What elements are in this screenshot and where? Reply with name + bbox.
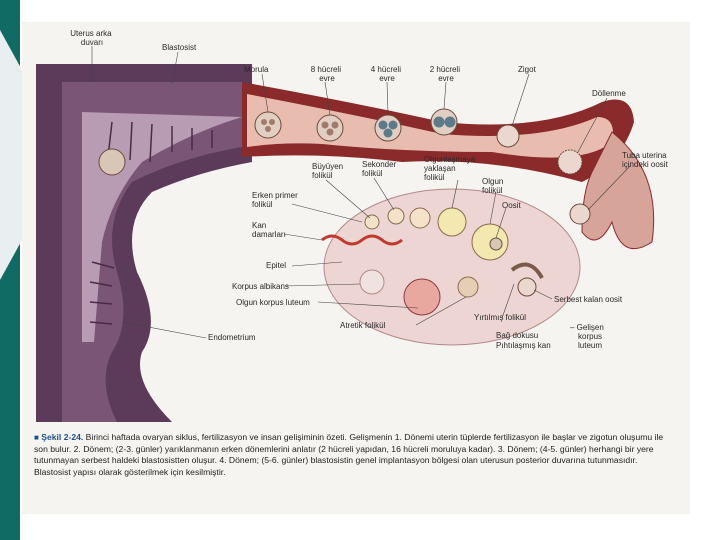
atretic-follicle	[457, 276, 479, 298]
label-4-cell: 4 hücreli evre	[371, 65, 403, 83]
caption-text: Birinci haftada ovaryan siklus, fertiliz…	[34, 432, 664, 477]
figure-caption: ■ Şekil 2-24. Birinci haftada ovaryan si…	[34, 432, 674, 478]
label-secondary-follicle: Sekonder folikül	[362, 160, 398, 178]
label-blastocyst: Blastosist	[162, 43, 197, 52]
label-morula: Morula	[244, 65, 269, 74]
label-connective-tissue: Bağ dokusu	[496, 331, 538, 340]
uterine-tube-lumen	[247, 94, 613, 158]
ovarian-cycle-diagram: Uterus arka duvarı Blastosist Morula 8 h…	[36, 29, 669, 422]
label-epithelium: Epitel	[266, 261, 286, 270]
label-mature-corpus-luteum: Olgun korpus luteum	[236, 298, 310, 307]
corpus-albicans	[359, 269, 385, 295]
tube-oocyte	[569, 203, 591, 225]
label-blood-vessels: Kan damarları	[252, 221, 286, 239]
label-corpus-albicans: Korpus albikans	[232, 282, 289, 291]
label-ruptured-follicle: Yırtılmış folikül	[474, 313, 526, 322]
label-atretic-follicle: Atretik folikül	[340, 321, 386, 330]
cleavage-stages	[254, 108, 591, 225]
released-oocyte	[517, 277, 537, 297]
fertilization-site	[557, 149, 583, 175]
label-8-cell: 8 hücreli evre	[311, 65, 343, 83]
caption-figure-label: Şekil 2-24.	[41, 432, 84, 442]
label-endometrium: Endometrium	[208, 333, 256, 342]
label-clotted-blood: Pıhtılaşmış kan	[496, 341, 551, 350]
label-maturing-follicle: Olgunlaşmaya yaklaşan folikül	[424, 155, 477, 182]
label-tube-oocyte: Tuba uterina içindeki oosit	[622, 151, 669, 169]
eight-cell-stage	[316, 114, 344, 142]
morula-stage	[254, 111, 282, 139]
label-released-oocyte: Serbest kalan oosit	[554, 295, 623, 304]
implanting-blastocyst	[98, 148, 126, 176]
label-growing-follicle: Büyüyen folikül	[312, 162, 345, 180]
ruptured-follicle	[510, 262, 544, 280]
leader-lines	[91, 46, 631, 339]
label-uterus-back-wall: Uterus arka duvarı	[70, 29, 114, 47]
label-2-cell: 2 hücreli evre	[430, 65, 462, 83]
label-mature-follicle: Olgun folikül	[482, 177, 506, 195]
label-oocyte: Oosit	[502, 201, 521, 210]
label-early-primary-follicle: Erken primer folikül	[252, 191, 300, 209]
slide-accent-triangle	[0, 30, 22, 280]
corpus-luteum	[403, 278, 441, 316]
label-zygote: Zigot	[518, 65, 537, 74]
caption-marker: ■	[34, 433, 39, 442]
figure-panel: Uterus arka duvarı Blastosist Morula 8 h…	[22, 22, 690, 514]
ovarian-blood-vessels	[321, 234, 403, 246]
label-fertilization: Döllenme	[592, 89, 626, 98]
zygote-stage	[496, 124, 520, 148]
label-developing-corpus-luteum: – Gelişen korpus luteum	[570, 323, 606, 350]
